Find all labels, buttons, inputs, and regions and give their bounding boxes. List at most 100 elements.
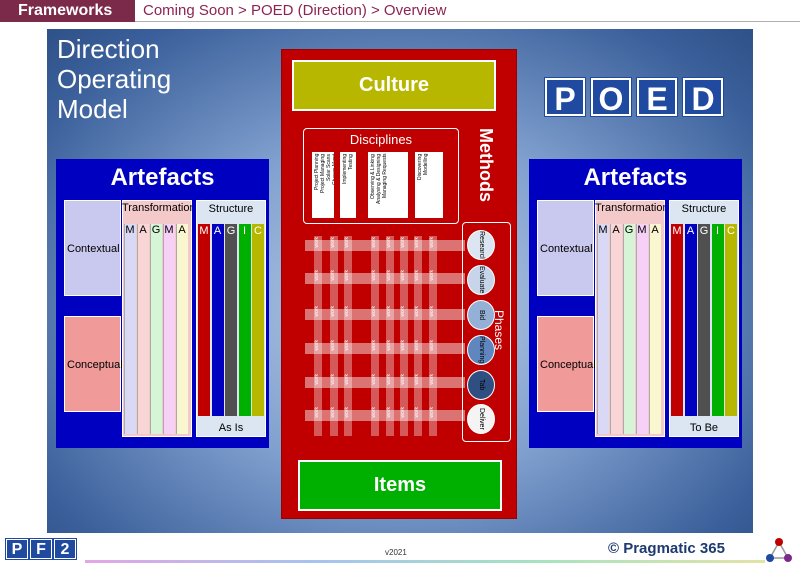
work-label: work [330,374,336,385]
magic-letter: C [254,225,262,237]
magma-strip [649,224,661,434]
magic-letter: C [727,225,735,237]
phase-evaluate[interactable]: Evaluate [467,265,495,295]
magma-letter: M [598,224,608,236]
work-label: work [330,270,336,281]
work-label: work [330,237,336,248]
magma-strip [150,224,162,434]
work-column [414,236,422,436]
magma-letter: M [637,224,647,236]
to-be-label: To Be [689,422,719,434]
culture-block[interactable]: Culture [292,60,496,111]
work-label: work [386,237,392,248]
work-label: work [371,374,377,385]
work-label: work [344,270,350,281]
poed-logo: P O E D [545,78,723,117]
structure-title: Structure [208,203,254,215]
magic-letter: A [686,225,695,237]
magma-letter: G [624,224,634,236]
magma-letter: A [178,224,186,236]
work-label: work [400,237,406,248]
magic-letter: I [715,225,720,237]
magic-letter: A [213,225,222,237]
phase-deliver[interactable]: Deliver [467,404,495,434]
work-label: work [314,340,320,351]
work-label: work [400,407,406,418]
logo-letter: D [683,78,723,117]
discipline-column[interactable]: Implementing Testing [340,152,356,218]
magic-bar [198,224,210,416]
conceptual-row[interactable]: Conceptual [64,316,123,412]
work-band [305,410,465,421]
footer-divider [85,560,765,563]
version-label: v2021 [385,548,407,557]
work-label: work [429,374,435,385]
items-block[interactable]: Items [298,460,502,511]
magma-strip [597,224,609,434]
discipline-column[interactable]: Project Planning Project Managing Solar … [312,152,334,218]
work-label: work [414,237,420,248]
work-band [305,377,465,388]
contextual-row[interactable]: Contextual [537,200,594,296]
work-label: work [386,374,392,385]
phase-bid[interactable]: Bid [467,300,495,330]
title-line: Model [57,94,128,124]
conceptual-row[interactable]: Conceptual [537,316,596,412]
as-is-label: As Is [218,422,244,434]
phases-label: Phases [492,310,506,351]
logo-letter: E [637,78,677,117]
work-column [386,236,394,436]
phase-planning[interactable]: Planning [467,335,495,365]
magic-bar [711,224,724,416]
work-label: work [429,237,435,248]
work-label: work [414,270,420,281]
work-label: work [414,306,420,317]
work-label: work [414,374,420,385]
artefacts-title: Artefacts [110,164,215,191]
work-column [371,236,379,436]
magma-strip [124,224,136,434]
magma-strip [636,224,648,434]
magic-bar [684,224,697,416]
disciplines-title: Disciplines [349,132,413,147]
magic-bar [698,224,710,416]
magma-strip [610,224,622,434]
magma-strip [163,224,175,434]
magic-bar [225,224,237,416]
brand-label[interactable]: © Pragmatic 365 [608,540,725,557]
work-label: work [386,407,392,418]
magic-bar [725,224,737,416]
work-column [400,236,408,436]
disciplines-box [303,128,459,224]
pf2-logo[interactable]: P F 2 [6,539,76,559]
work-label: work [429,270,435,281]
magma-letter: M [125,224,135,236]
transformational-title: Transformational [595,202,665,214]
work-label: work [386,340,392,351]
breadcrumb[interactable]: Coming Soon > POED (Direction) > Overvie… [143,2,447,19]
work-label: work [344,306,350,317]
magma-letter: A [139,224,147,236]
magma-strip [137,224,149,434]
work-label: work [314,306,320,317]
logo-letter: P [6,539,28,559]
discipline-column[interactable]: Observing & Linking Analysing & Designin… [368,152,408,218]
frameworks-tab[interactable]: Frameworks [0,0,135,22]
contextual-row[interactable]: Contextual [64,200,121,296]
work-label: work [400,374,406,385]
work-label: work [386,306,392,317]
magma-letter: M [164,224,174,236]
magic-letter: I [242,225,247,237]
work-label: work [400,340,406,351]
magma-strip [623,224,635,434]
molecule-icon [766,538,792,562]
work-label: work [314,374,320,385]
work-label: work [414,340,420,351]
discipline-column[interactable]: Discovering Modelling [415,152,443,218]
logo-letter: F [30,539,52,559]
methods-label: Methods [476,128,496,202]
phases-box [462,222,511,442]
phase-tab[interactable]: Tab [467,370,495,400]
structure-title: Structure [681,203,727,215]
phase-research[interactable]: Research [467,230,495,260]
